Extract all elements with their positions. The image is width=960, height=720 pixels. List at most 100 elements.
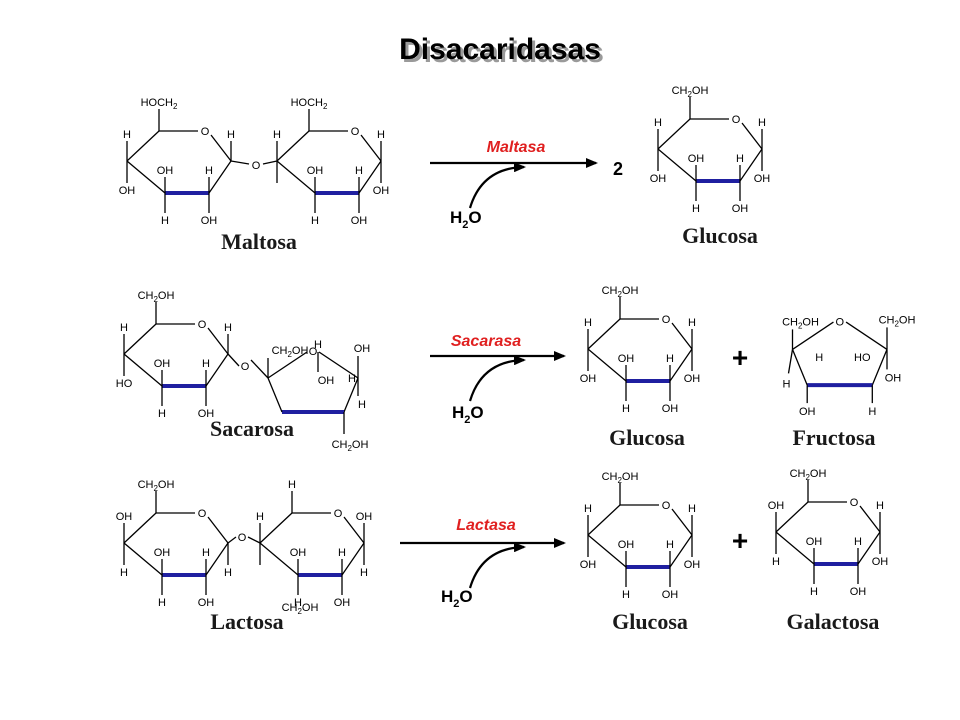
atom-label: H xyxy=(622,589,630,601)
atom-label: H xyxy=(654,117,662,129)
atom-label: OH xyxy=(806,536,823,548)
bond xyxy=(587,318,621,350)
atom-label: OH xyxy=(198,408,215,420)
bond xyxy=(657,118,691,150)
bond xyxy=(207,516,229,544)
atom-label: OH xyxy=(688,153,705,165)
atom-label: OH xyxy=(154,358,171,370)
bond xyxy=(791,349,808,386)
atom-label: OH xyxy=(885,372,902,384)
atom-label: H xyxy=(666,353,674,365)
bond xyxy=(208,160,232,194)
atom-label: HO xyxy=(854,352,871,364)
atom-label: CH2OH xyxy=(282,602,319,616)
atom-label: OH xyxy=(618,353,635,365)
atom-label: HO xyxy=(116,378,133,390)
bond xyxy=(276,130,310,162)
bond xyxy=(123,542,163,576)
atom-label: H xyxy=(815,352,823,364)
atom-label: H xyxy=(692,203,700,215)
atom-label: OH xyxy=(732,203,749,215)
atom-label: H xyxy=(360,567,368,579)
atom-label: HOCH2 xyxy=(291,97,328,111)
atom-label: H xyxy=(358,399,366,411)
atom-label: OH xyxy=(157,165,174,177)
atom-label: H xyxy=(688,317,696,329)
bond xyxy=(259,542,299,576)
bond xyxy=(343,516,365,544)
atom-label: O xyxy=(351,126,360,138)
atom-label: H xyxy=(622,403,630,415)
bond xyxy=(341,542,365,576)
enzyme-label: Sacarasa xyxy=(451,333,521,350)
bond xyxy=(671,322,693,350)
atom-label: H xyxy=(224,567,232,579)
atom-label: OH xyxy=(154,547,171,559)
atom-label: O xyxy=(334,508,343,520)
atom-label: H xyxy=(377,129,385,141)
atom-label: O xyxy=(850,497,859,509)
atom-label: H xyxy=(854,536,862,548)
atom-label: OH xyxy=(650,173,667,185)
atom-label: OH xyxy=(768,500,785,512)
atom-label: OH xyxy=(662,589,679,601)
bond xyxy=(267,351,308,379)
atom-label: H xyxy=(120,567,128,579)
atom-label: OH xyxy=(334,597,351,609)
bond xyxy=(205,353,229,387)
bond xyxy=(259,512,293,544)
atom-label: H xyxy=(273,129,281,141)
bond xyxy=(741,122,763,150)
atom-label: H xyxy=(783,378,791,390)
atom-label: O xyxy=(198,508,207,520)
water-curve-arrow xyxy=(468,542,526,589)
atom-label: OH xyxy=(684,373,701,385)
water-curve-arrow xyxy=(468,162,526,209)
bond xyxy=(343,377,359,413)
bond xyxy=(671,508,693,536)
atom-label: O xyxy=(732,114,741,126)
atom-label: OH xyxy=(580,559,597,571)
product-name: Glucosa xyxy=(612,609,688,634)
atom-label: H xyxy=(256,511,264,523)
atom-label: OH xyxy=(119,185,136,197)
atom-label: OH xyxy=(662,403,679,415)
atom-label: O xyxy=(252,160,261,172)
enzyme-label: Maltasa xyxy=(487,139,546,156)
atom-label: CH2OH xyxy=(602,285,639,299)
atom-label: O xyxy=(662,314,671,326)
bond xyxy=(126,130,160,162)
atom-label: OH xyxy=(201,215,218,227)
atom-label: H xyxy=(161,215,169,227)
atom-label: OH xyxy=(799,406,816,418)
bond xyxy=(657,148,697,182)
product-name: Fructosa xyxy=(792,425,875,450)
atom-label: H xyxy=(810,586,818,598)
atom-label: O xyxy=(238,532,247,544)
page-title: Disacaridasas xyxy=(399,33,601,66)
substrate-name: Sacarosa xyxy=(210,416,294,441)
atom-label: CH2OH xyxy=(782,316,819,330)
atom-label: H xyxy=(584,503,592,515)
atom-label: H xyxy=(294,597,302,609)
substrate-name: Maltosa xyxy=(221,229,297,254)
atom-label: OH xyxy=(618,539,635,551)
atom-label: H xyxy=(314,339,322,351)
bond xyxy=(247,536,261,544)
atom-label: H xyxy=(338,547,346,559)
atom-label: OH xyxy=(850,586,867,598)
reaction-sacarasa: Sacarasa H2O + Sacarosa Glucosa Fructosa xyxy=(210,333,876,450)
product-name: Glucosa xyxy=(682,223,758,248)
bond xyxy=(230,160,250,165)
bond xyxy=(210,134,232,162)
atom-label: H xyxy=(666,539,674,551)
bond xyxy=(207,327,229,355)
atom-label: H xyxy=(288,479,296,491)
water-label: H2O xyxy=(452,403,484,426)
atom-label: H xyxy=(202,547,210,559)
atom-label: H xyxy=(868,406,876,418)
